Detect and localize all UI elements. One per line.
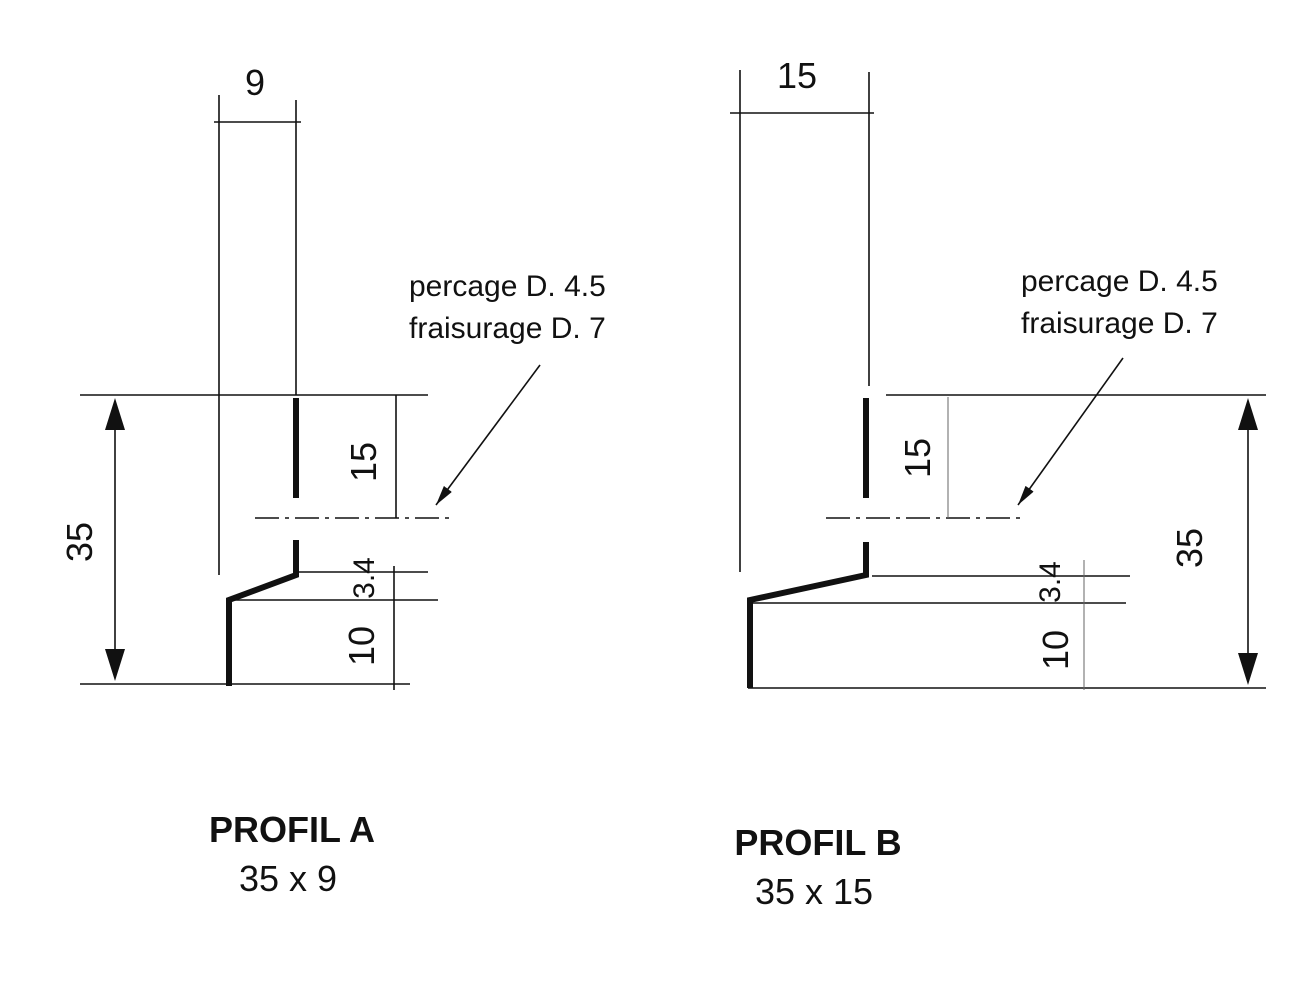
profil-b-note-drilling: percage D. 4.5 [1021, 265, 1218, 298]
profil-b-width-label: 15 [777, 55, 817, 96]
profil-a-profile-lower [226, 540, 299, 686]
profil-b-title: PROFIL B [734, 822, 901, 863]
profil-b-profile-lower [747, 542, 869, 688]
profil-b-height-arrow-bottom [1238, 653, 1258, 685]
profil-b-drawing: 15 35 15 3.4 10 percage D. 4.5 fraisurag… [730, 55, 1266, 912]
profil-b-height-label: 35 [1169, 528, 1210, 568]
profil-a-width-label: 9 [245, 62, 265, 103]
profil-a-height-label: 35 [59, 522, 100, 562]
profil-b-base-label: 10 [1035, 630, 1076, 670]
profil-a-title: PROFIL A [209, 809, 375, 850]
profil-a-base-label: 10 [341, 626, 382, 666]
profil-a-drawing: 9 35 15 3.4 10 percage D. 4.5 fraisurage… [59, 62, 606, 899]
profil-b-note-leader [1017, 357, 1124, 506]
profil-b-size: 35 x 15 [755, 871, 873, 912]
profil-a-height-arrow-top [105, 398, 125, 430]
profil-b-hole-label: 15 [897, 438, 938, 478]
profil-a-height-arrow-bottom [105, 649, 125, 681]
profil-b-step-label: 3.4 [1034, 561, 1067, 603]
profil-a-hole-label: 15 [343, 442, 384, 482]
profil-a-note-countersink: fraisurage D. 7 [409, 312, 606, 345]
profil-b-height-arrow-top [1238, 398, 1258, 430]
profil-a-step-label: 3.4 [348, 557, 381, 599]
profil-a-note-drilling: percage D. 4.5 [409, 270, 606, 303]
profil-a-size: 35 x 9 [239, 858, 337, 899]
profil-b-note-countersink: fraisurage D. 7 [1021, 307, 1218, 340]
profil-a-note-leader [435, 364, 541, 506]
